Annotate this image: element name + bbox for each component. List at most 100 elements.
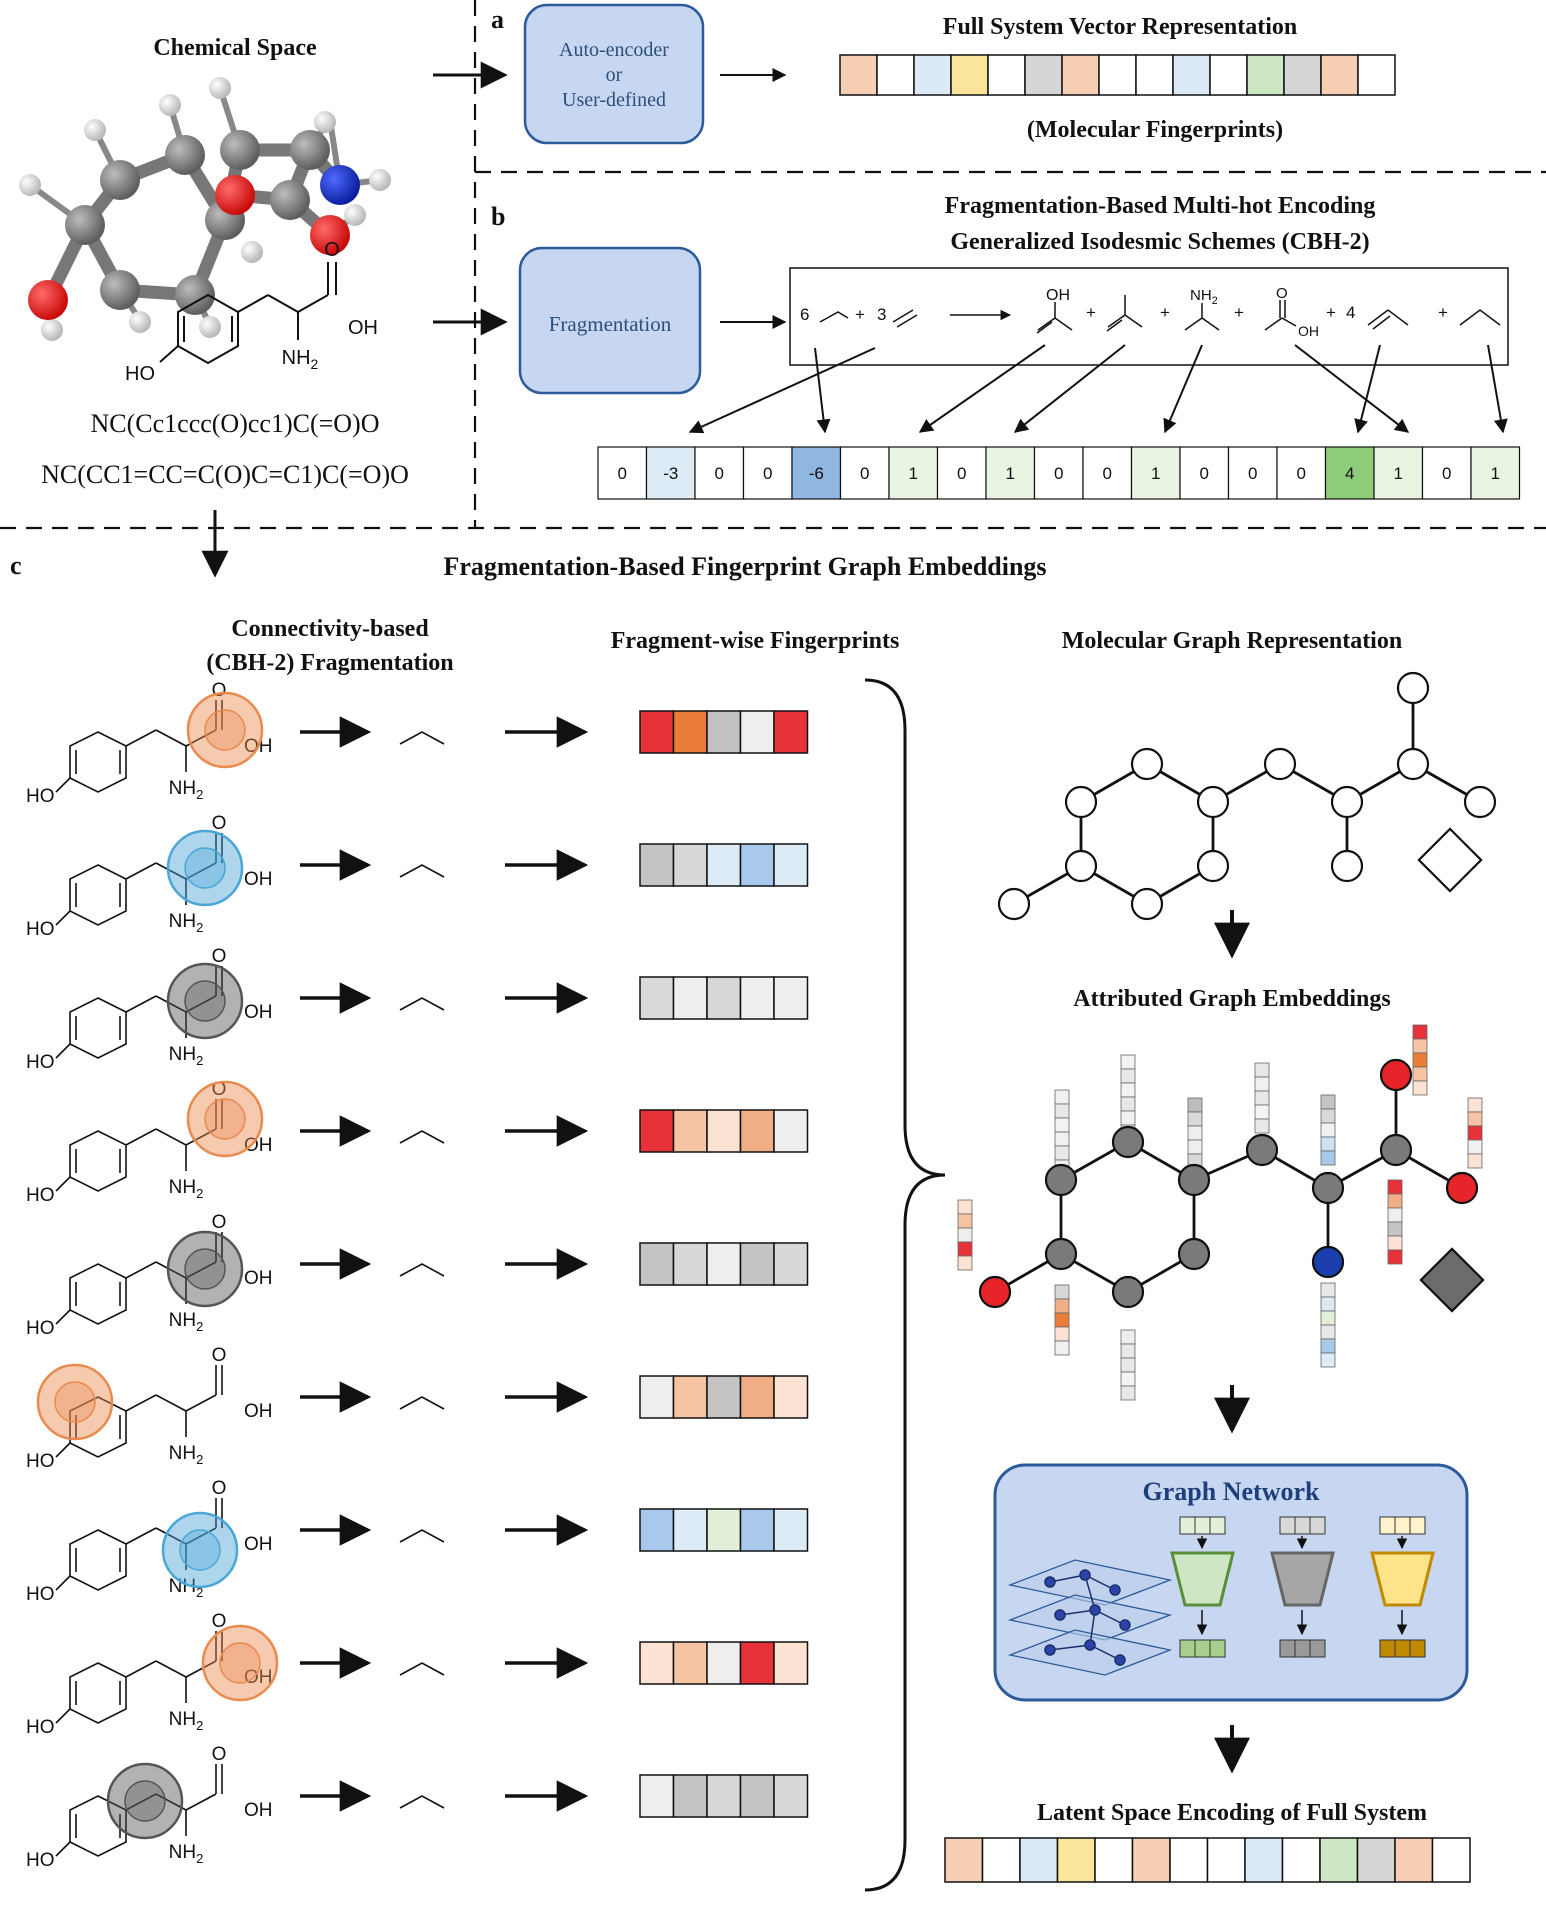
vector-cell: [1357, 54, 1396, 96]
graph-network-box: Graph Network: [993, 1463, 1469, 1702]
vector-cell: [1172, 54, 1211, 96]
svg-text:NH2: NH2: [169, 1842, 204, 1866]
svg-text:+: +: [1160, 303, 1170, 322]
svg-text:+: +: [855, 305, 865, 324]
svg-text:OH: OH: [244, 869, 273, 890]
svg-text:OH: OH: [1298, 323, 1319, 339]
fingerprint-cell: [706, 843, 742, 887]
multi-hot-cell: [597, 446, 648, 500]
fingerprint-cell: [706, 1508, 742, 1552]
svg-text:OH: OH: [244, 1135, 273, 1156]
gn-input-cell: [1309, 1516, 1326, 1535]
vector-cell: [1209, 54, 1248, 96]
vector-cell: [839, 54, 878, 96]
latent-cell: [944, 1837, 984, 1883]
svg-text:+: +: [1326, 303, 1336, 322]
fragmentation-box: [518, 246, 702, 395]
node-embedding-cell: [1187, 1139, 1203, 1155]
gn-encoder-trapezoid: [1370, 1551, 1435, 1607]
fingerprint-cell: [639, 1641, 675, 1685]
chemical-space-title: Chemical Space: [153, 35, 317, 61]
multi-hot-value: 1: [1394, 464, 1403, 483]
gn-input-cell: [1279, 1516, 1296, 1535]
fingerprint-cell: [672, 976, 708, 1020]
node-embedding-cell: [1120, 1110, 1136, 1126]
fragment-glyph: [399, 1795, 445, 1809]
fingerprint-cell: [639, 843, 675, 887]
fingerprint-cell: [672, 710, 708, 754]
node-embedding-cell: [1320, 1338, 1336, 1354]
node-embedding-cell: [1320, 1282, 1336, 1298]
multi-hot-value: 0: [1103, 464, 1112, 483]
node-embedding-cell: [1054, 1298, 1070, 1314]
svg-text:NH2: NH2: [169, 1177, 204, 1201]
attributed-graph: [957, 1024, 1485, 1401]
latent-space-vector: [944, 1837, 1471, 1883]
svg-text:O: O: [212, 1212, 227, 1233]
node-embedding-cell: [1054, 1326, 1070, 1342]
node-embedding-cell: [1054, 1131, 1070, 1147]
fingerprint-cell: [672, 1375, 708, 1419]
autoencoder-box: [523, 3, 705, 145]
node-embedding-cell: [1387, 1207, 1403, 1223]
multi-hot-value: 0: [618, 464, 627, 483]
gn-output-cell: [1194, 1639, 1211, 1658]
panel-c-title: Fragmentation-Based Fingerprint Graph Em…: [443, 552, 1046, 581]
panel-c-label: c: [10, 551, 22, 580]
fragment-glyph: [399, 1529, 445, 1543]
latent-cell: [1094, 1837, 1134, 1883]
svg-text:HO: HO: [26, 1052, 55, 1073]
fingerprint-cell: [706, 976, 742, 1020]
svg-text:OH: OH: [244, 1268, 273, 1289]
svg-text:O: O: [1276, 285, 1288, 302]
fingerprint-cell: [706, 710, 742, 754]
svg-text:O: O: [212, 680, 227, 701]
node-embedding-cell: [1387, 1235, 1403, 1251]
node-embedding-cell: [1467, 1139, 1483, 1155]
gn-input-cell: [1379, 1516, 1396, 1535]
node-embedding-cell: [1320, 1324, 1336, 1340]
multi-hot-cell: [645, 446, 696, 500]
fingerprint-cell: [739, 1508, 775, 1552]
panel-b-title-2: Generalized Isodesmic Schemes (CBH-2): [950, 229, 1369, 255]
svg-text:HO: HO: [26, 1584, 55, 1605]
node-embedding-cell: [1120, 1385, 1136, 1401]
fingerprint-cell: [773, 1508, 809, 1552]
fragment-glyph: [399, 997, 445, 1011]
ball-and-stick-model: [19, 77, 391, 341]
autoencoder-line-2: or: [606, 64, 623, 86]
node-embedding-cell: [1320, 1296, 1336, 1312]
panel-b-title-1: Fragmentation-Based Multi-hot Encoding: [945, 193, 1376, 219]
node-embedding-cell: [1120, 1054, 1136, 1070]
fragment-highlight: [186, 691, 264, 769]
multi-hot-cell: [1276, 446, 1327, 500]
fingerprint-cell: [739, 710, 775, 754]
latent-cell: [1169, 1837, 1209, 1883]
gn-input-cell: [1394, 1516, 1411, 1535]
gn-input-cell: [1409, 1516, 1426, 1535]
full-system-vector: [839, 54, 1396, 96]
latent-cell: [1131, 1837, 1171, 1883]
fingerprint-cell: [739, 843, 775, 887]
multi-hot-value: -3: [663, 464, 678, 483]
vector-cell: [1135, 54, 1174, 96]
latent-cell: [1206, 1837, 1246, 1883]
multi-hot-cell: [742, 446, 793, 500]
multi-hot-value: 0: [715, 464, 724, 483]
fragment-highlight: [166, 829, 244, 907]
fingerprint-cell: [739, 1109, 775, 1153]
fingerprint-cell: [639, 1242, 675, 1286]
fingerprint-cell: [706, 1242, 742, 1286]
multi-hot-value: 0: [1054, 464, 1063, 483]
svg-text:NH2: NH2: [169, 1709, 204, 1733]
node-embedding-cell: [1054, 1284, 1070, 1300]
svg-text:HO: HO: [26, 1185, 55, 1206]
fingerprint-cell: [739, 1774, 775, 1818]
fragment-glyph: [399, 864, 445, 878]
